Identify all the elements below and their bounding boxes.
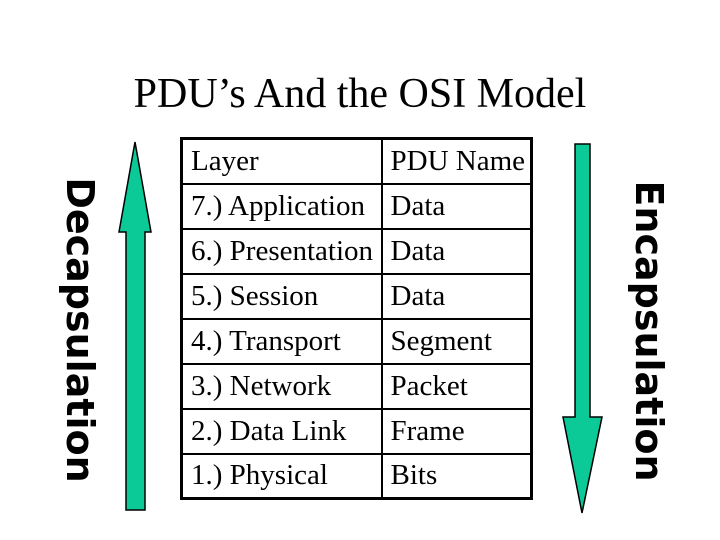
pdu-cell: Packet: [380, 362, 533, 410]
pdu-cell: Frame: [380, 407, 533, 455]
table-row: 7.) Application Data: [180, 182, 533, 230]
layer-cell: 7.) Application: [180, 182, 383, 230]
table-row: 5.) Session Data: [180, 272, 533, 320]
table-row: 2.) Data Link Frame: [180, 407, 533, 455]
decapsulation-up-arrow-icon: [118, 141, 152, 511]
pdu-cell: Data: [380, 272, 533, 320]
encapsulation-down-arrow-icon: [562, 143, 603, 514]
pdu-cell: Data: [380, 182, 533, 230]
slide-title: PDU’s And the OSI Model: [133, 71, 587, 117]
table-row: 1.) Physical Bits: [180, 452, 533, 500]
pdu-cell: Segment: [380, 317, 533, 365]
decapsulation-label: Decapsulation: [58, 177, 102, 483]
table-header-row: Layer PDU Name: [180, 137, 533, 185]
pdu-cell: Bits: [380, 452, 533, 500]
layer-cell: 6.) Presentation: [180, 227, 383, 275]
table-row: 3.) Network Packet: [180, 362, 533, 410]
layer-cell: 5.) Session: [180, 272, 383, 320]
table-header-pdu-name: PDU Name: [380, 137, 533, 185]
down-arrow-shape: [562, 143, 603, 514]
osi-pdu-table: Layer PDU Name 7.) Application Data 6.) …: [180, 137, 533, 500]
pdu-cell: Data: [380, 227, 533, 275]
table-header-layer: Layer: [180, 137, 383, 185]
table-row: 6.) Presentation Data: [180, 227, 533, 275]
layer-cell: 1.) Physical: [180, 452, 383, 500]
layer-cell: 3.) Network: [180, 362, 383, 410]
table-row: 4.) Transport Segment: [180, 317, 533, 365]
layer-cell: 2.) Data Link: [180, 407, 383, 455]
layer-cell: 4.) Transport: [180, 317, 383, 365]
encapsulation-label: Encapsulation: [627, 180, 671, 482]
up-arrow-shape: [118, 141, 152, 511]
